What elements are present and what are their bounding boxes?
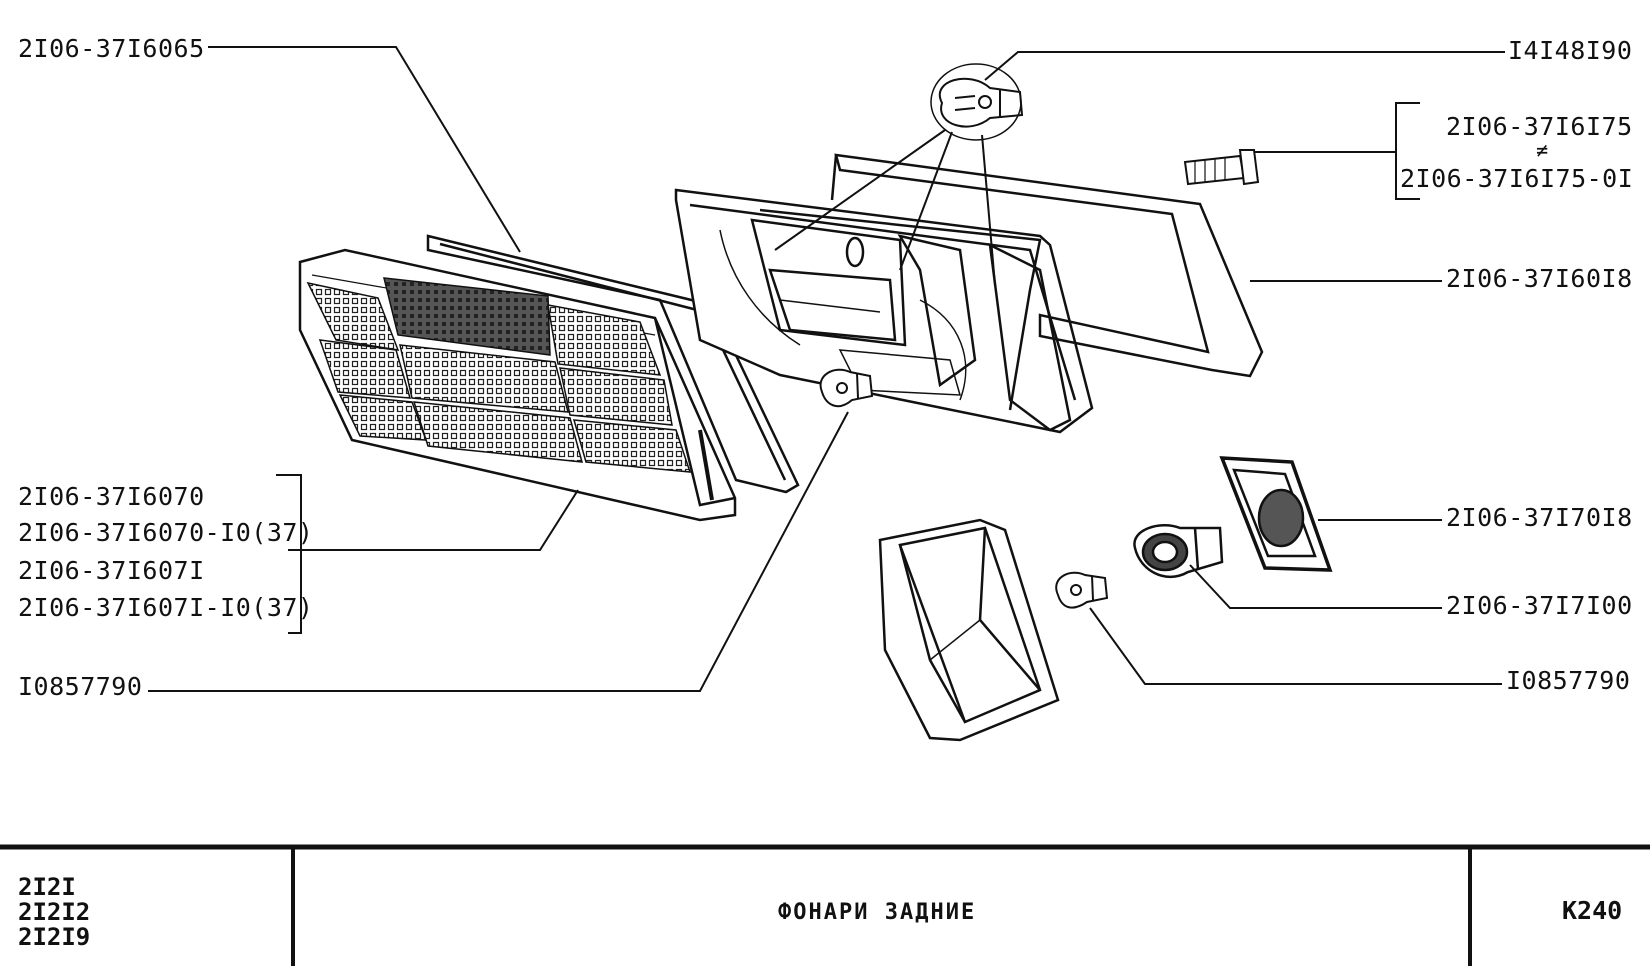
label-lens-group-3: 2I06-37I607I bbox=[18, 556, 205, 585]
leader-lines bbox=[148, 46, 1505, 692]
bulb-socket bbox=[1133, 523, 1224, 578]
leader-socket bbox=[1189, 564, 1442, 609]
label-bulb-top: I4I48I90 bbox=[1508, 36, 1633, 65]
label-lens-group-1: 2I06-37I6070 bbox=[18, 482, 205, 511]
rear-gasket bbox=[830, 153, 1264, 378]
taillight-lens bbox=[298, 248, 737, 522]
bulb-right bbox=[1055, 571, 1109, 609]
label-lens-group-4: 2I06-37I607I-I0(37) bbox=[18, 593, 314, 622]
leader-top-left bbox=[208, 46, 521, 253]
leader-bulb-top-to-housing-b bbox=[899, 131, 953, 271]
label-top-left: 2I06-37I6065 bbox=[18, 34, 205, 63]
label-bulb-right: I0857790 bbox=[1506, 666, 1631, 695]
leader-bulb-top bbox=[984, 51, 1505, 81]
bulb-top bbox=[938, 77, 1024, 128]
leader-bulb-top-to-housing-a bbox=[774, 129, 946, 251]
leader-bulb-top-to-housing-c bbox=[981, 134, 996, 286]
page-code: К240 bbox=[1562, 896, 1623, 925]
lamp-housing bbox=[674, 188, 1094, 434]
leader-bulb-right bbox=[1089, 607, 1502, 685]
model-list: 2I2I 2I2I2 2I2I9 bbox=[18, 875, 90, 950]
bulb-left bbox=[819, 368, 874, 408]
title-block bbox=[0, 844, 1650, 966]
label-lens-group-2: 2I06-37I6070-I0(37) bbox=[18, 518, 314, 547]
model-item-1: 2I2I bbox=[18, 873, 76, 901]
leader-lens-group bbox=[288, 489, 579, 551]
screw-not-equal-symbol: ≠ bbox=[1536, 138, 1549, 162]
screw bbox=[1183, 149, 1260, 186]
side-marker-lens bbox=[878, 518, 1060, 742]
label-screw-1: 2I06-37I6I75 bbox=[1446, 112, 1633, 141]
model-item-3: 2I2I9 bbox=[18, 923, 91, 951]
bulb-top-callout-circle bbox=[930, 63, 1022, 141]
model-item-2: 2I2I2 bbox=[18, 898, 91, 926]
socket-plate bbox=[1219, 456, 1333, 572]
leader-lens-group-bracket bbox=[276, 474, 302, 634]
label-gasket: 2I06-37I60I8 bbox=[1446, 264, 1633, 293]
leader-bulb-left bbox=[148, 411, 849, 692]
label-plate: 2I06-37I70I8 bbox=[1446, 503, 1633, 532]
label-socket: 2I06-37I7I00 bbox=[1446, 591, 1633, 620]
label-screw-2: 2I06-37I6I75-0I bbox=[1400, 164, 1634, 193]
label-bulb-left: I0857790 bbox=[18, 672, 143, 701]
page-title: ФОНАРИ ЗАДНИЕ bbox=[778, 900, 977, 925]
